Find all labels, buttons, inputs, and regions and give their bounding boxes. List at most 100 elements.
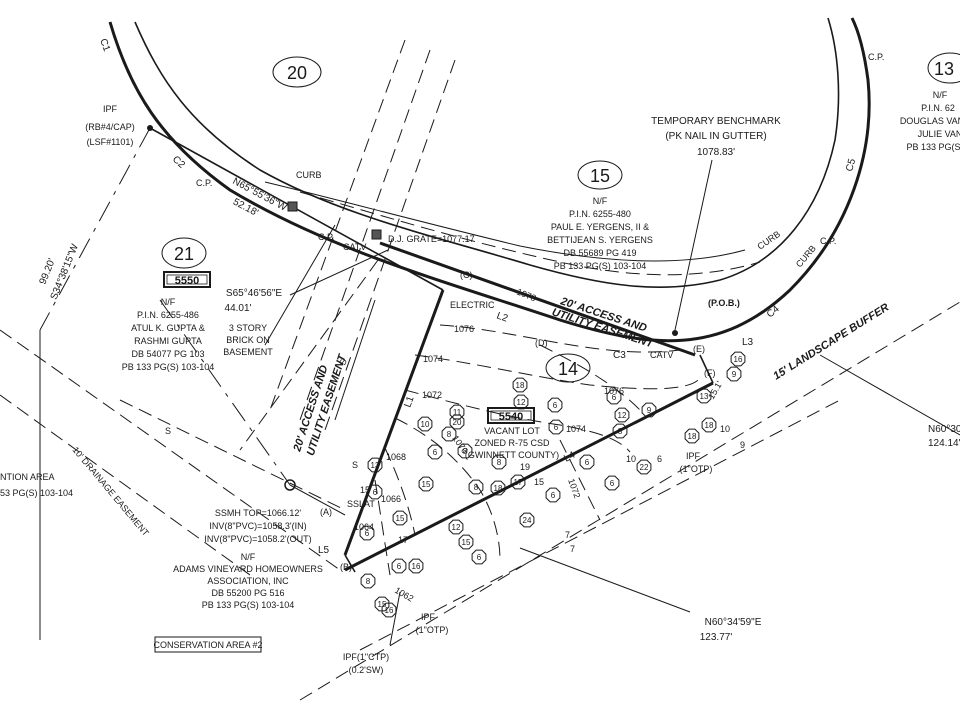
cp-label-2: C.P. <box>318 232 334 242</box>
tree-size-label: 22 <box>640 463 649 472</box>
svg-text:DB 55200 PG 516: DB 55200 PG 516 <box>211 588 284 598</box>
line-l1: L1 <box>402 394 416 409</box>
svg-text:PAUL E. YERGENS, II &: PAUL E. YERGENS, II & <box>551 222 649 232</box>
tree-symbol: 8 <box>457 443 473 459</box>
svg-text:1074: 1074 <box>566 424 586 434</box>
tree-symbol: 8 <box>468 479 484 495</box>
svg-text:IPF(1"CTP): IPF(1"CTP) <box>343 652 389 662</box>
svg-text:1076: 1076 <box>454 324 474 334</box>
tree-size-label: 6 <box>397 562 402 571</box>
svg-text:SSMH TOP=1066.12': SSMH TOP=1066.12' <box>215 508 301 518</box>
tree-symbol: 12 <box>513 394 529 410</box>
tree-callout-label: 15 <box>534 477 544 487</box>
ssmh-marker <box>284 479 296 491</box>
tree-symbol: 16 <box>381 602 397 618</box>
svg-text:DB 55689 PG 419: DB 55689 PG 419 <box>563 248 636 258</box>
point-b: (B) <box>340 562 352 572</box>
road-curve-inner <box>134 17 840 288</box>
svg-text:IPF: IPF <box>103 104 118 114</box>
contour-labels: 1078 1076 1074 1072 1070 1068 1066 1064 … <box>354 287 624 604</box>
svg-text:PB 133 PG(S) 103-104: PB 133 PG(S) 103-104 <box>554 261 647 271</box>
tree-symbol: 6 <box>545 487 561 503</box>
boundary-l5 <box>344 554 356 573</box>
lot-20: 20 <box>272 56 322 88</box>
point-c: (C) <box>460 270 473 280</box>
tree-symbol: 13 <box>367 457 383 473</box>
tree-size-label: 6 <box>585 458 590 467</box>
lot13-owner-info: N/F P.I.N. 62 DOUGLAS VAN JULIE VAN PB 1… <box>900 90 960 152</box>
tree-callout-label: 7 <box>570 544 575 554</box>
catv-label-2: CATV <box>650 350 673 360</box>
point-d: (D) <box>535 338 548 348</box>
tree-size-label: 18 <box>516 381 525 390</box>
curve-c5: C5 <box>844 157 858 173</box>
tree-size-label: 8 <box>366 577 371 586</box>
cp-label-3: C.P. <box>820 236 836 246</box>
svg-text:TEMPORARY BENCHMARK: TEMPORARY BENCHMARK <box>651 116 781 127</box>
tree-size-label: 16 <box>385 606 394 615</box>
svg-text:(0.2'SW): (0.2'SW) <box>349 665 384 675</box>
svg-text:1074: 1074 <box>423 354 443 364</box>
tree-symbol: 13 <box>696 388 712 404</box>
house-number-5540: 5540 <box>487 407 535 424</box>
tree-symbol: 10 <box>417 416 433 432</box>
tree-size-label: 15 <box>422 480 431 489</box>
ipf-right-label: IPF (1"OTP) <box>680 451 713 474</box>
svg-text:IPF: IPF <box>421 612 436 622</box>
svg-text:1066: 1066 <box>381 494 401 504</box>
tree-symbol: 8 <box>612 423 628 439</box>
tree-symbol: 6 <box>579 454 595 470</box>
lot-21: 21 <box>161 237 207 269</box>
svg-text:CONSERVATION AREA #2: CONSERVATION AREA #2 <box>153 640 262 650</box>
svg-text:124.14': 124.14' <box>928 438 960 449</box>
catv-label-1: CATV <box>343 242 366 252</box>
svg-text:20: 20 <box>287 63 307 83</box>
lot15-owner-info: N/F P.I.N. 6255-480 PAUL E. YERGENS, II … <box>547 196 653 271</box>
tree-symbol: 6 <box>604 475 620 491</box>
s-line-2 <box>159 299 291 486</box>
tree-symbol: 18 <box>490 480 506 496</box>
tree-symbol: 22 <box>636 459 652 475</box>
boundary-l2 <box>379 241 696 357</box>
curb-label-3: CURB <box>794 243 818 269</box>
tree-size-label: 15 <box>396 514 405 523</box>
pk-nail <box>672 330 678 336</box>
point-e: (E) <box>693 344 705 354</box>
svg-text:N60°30': N60°30' <box>928 424 960 435</box>
sslat-label: SSLAT <box>347 499 375 509</box>
drainage-line-2 <box>0 394 251 576</box>
conservation-left-info: NTION AREA 53 PG(S) 103-104 <box>0 472 73 498</box>
svg-text:ASSOCIATION, INC: ASSOCIATION, INC <box>207 576 289 586</box>
svg-text:(PK NAIL IN GUTTER): (PK NAIL IN GUTTER) <box>665 131 766 142</box>
tree-callout-label: 6 <box>657 454 662 464</box>
svg-text:ZONED R-75 CSD: ZONED R-75 CSD <box>474 438 550 448</box>
tree-size-label: 18 <box>494 484 503 493</box>
svg-text:44.01': 44.01' <box>225 303 252 314</box>
tree-size-label: 15 <box>462 538 471 547</box>
svg-text:ATUL K. GUPTA &: ATUL K. GUPTA & <box>131 323 205 333</box>
tree-symbol: 8 <box>360 573 376 589</box>
tree-callout-label: 17 <box>398 535 408 545</box>
svg-text:PB 133 PG(S) 103-104: PB 133 PG(S) 103-104 <box>202 600 295 610</box>
road-curve-outer <box>108 17 871 343</box>
tree-callout-label: 15 <box>360 485 370 495</box>
tree-symbol: 6 <box>471 549 487 565</box>
tree-symbol: 6 <box>427 444 443 460</box>
curve-c3: C3 <box>613 350 626 361</box>
tree-size-label: 9 <box>647 406 652 415</box>
tree-symbol: 24 <box>519 512 535 528</box>
tree-symbol: 15 <box>418 476 434 492</box>
ipf-top-label: IPF (RB#4/CAP) (LSF#1101) <box>85 104 135 147</box>
tree-size-label: 6 <box>554 423 559 432</box>
svg-text:(RB#4/CAP): (RB#4/CAP) <box>85 122 135 132</box>
svg-text:14: 14 <box>558 359 578 379</box>
svg-text:N/F: N/F <box>933 90 948 100</box>
svg-text:S65°46'56"E: S65°46'56"E <box>226 288 282 299</box>
tree-symbol: 8 <box>491 454 507 470</box>
drainage-line-1 <box>0 329 341 571</box>
tree-size-label: 10 <box>421 420 430 429</box>
point-f: (F) <box>704 368 716 378</box>
ipf-marker-top <box>147 125 153 131</box>
catv-box-1 <box>287 201 298 212</box>
